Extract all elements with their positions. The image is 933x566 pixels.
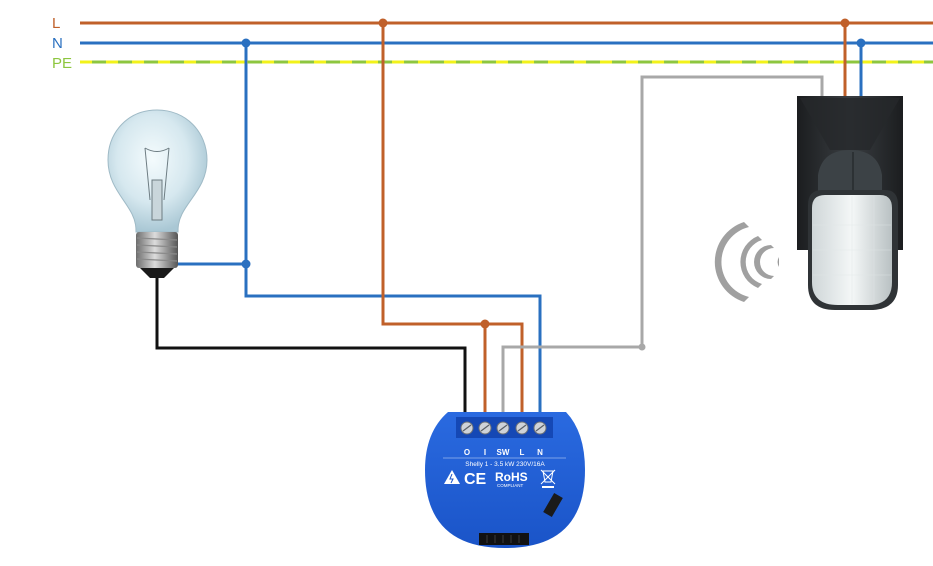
bottom-connector: [479, 533, 529, 545]
motion-waves-icon: [714, 222, 779, 302]
shelly-body: [425, 412, 585, 548]
sensor-neutral-junction: [856, 38, 866, 48]
sensor-head: [818, 150, 882, 195]
motion-sensor: [797, 96, 903, 310]
terminal-label-SW: SW: [497, 448, 510, 457]
output-wire-to-lamp: [155, 278, 467, 420]
bulb-filament-icon: [144, 147, 170, 221]
screw-slot: [535, 424, 545, 432]
ce-mark: CE: [464, 471, 487, 488]
screw-slot: [517, 424, 527, 432]
shelly-device: O I SW L N Shelly 1 - 3.5 kW 230V/16A CE…: [425, 412, 585, 548]
sensor-live-junction: [840, 18, 850, 28]
shelly-live-junction: [480, 319, 490, 329]
screw-slot: [498, 424, 508, 432]
neutral-wire-to-shelly: [244, 43, 542, 420]
screw-slot: [462, 424, 472, 432]
rail-label-PE: PE: [52, 55, 72, 72]
weee-bin-icon: [540, 469, 556, 488]
light-bulb: [107, 109, 208, 278]
side-connector: [543, 492, 563, 518]
device-spec: Shelly 1 - 3.5 kW 230V/16A: [465, 461, 545, 468]
terminal-screws: [460, 421, 547, 435]
terminal-label-N: N: [537, 448, 543, 457]
live-wire-to-shelly-L: [381, 23, 524, 420]
screw-slot: [480, 424, 490, 432]
sensor-signal-wire: [501, 75, 824, 420]
rail-label-L: L: [52, 15, 60, 32]
bulb-glass: [107, 109, 208, 233]
bulb-base: [136, 232, 178, 268]
terminal-label-O: O: [464, 448, 470, 457]
live-junction: [378, 18, 388, 28]
neutral-junction: [241, 38, 251, 48]
terminal-label-I: I: [484, 448, 486, 457]
lamp-neutral-junction: [241, 259, 251, 269]
rail-label-N: N: [52, 35, 63, 52]
sensor-wire-corner: [638, 343, 646, 351]
bulb-contact: [140, 268, 174, 278]
terminal-label-L: L: [520, 448, 525, 457]
high-voltage-warning-icon: [444, 470, 460, 484]
rohs-mark: RoHS: [495, 470, 528, 484]
rohs-compliant: COMPLIANT: [497, 483, 524, 488]
